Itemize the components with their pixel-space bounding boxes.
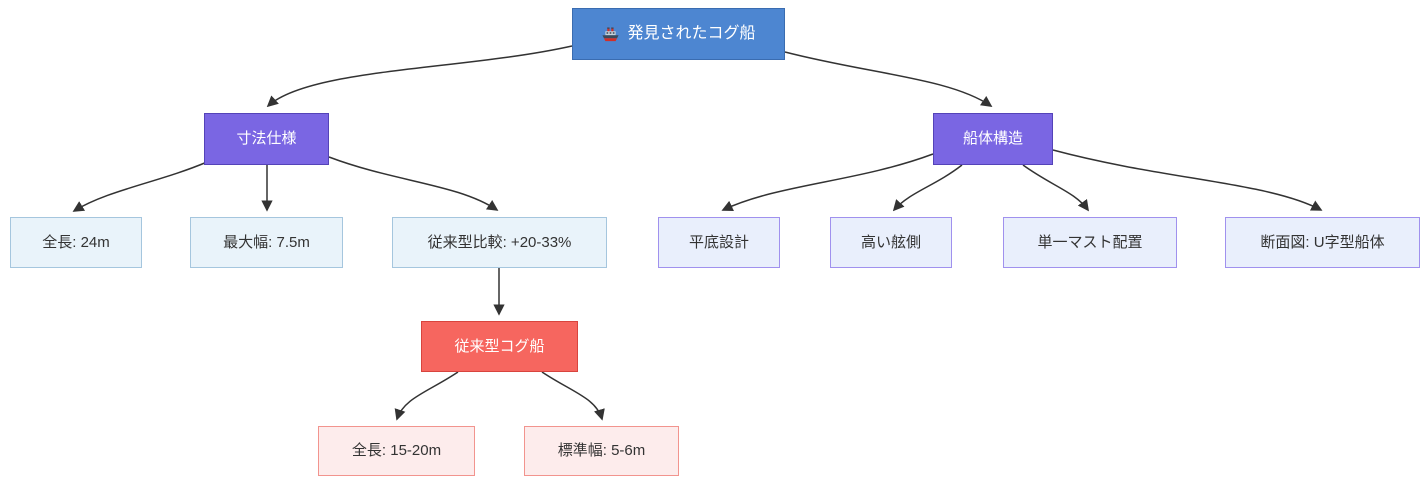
node-discovered-cog-ship: 発見されたコグ船 (572, 8, 785, 60)
edge-dimensions-comparison (328, 156, 499, 211)
node-label: 従来型コグ船 (454, 337, 545, 355)
node-conventional-length: 全長: 15-20m (318, 426, 475, 476)
node-comparison: 従来型比較: +20-33% (392, 217, 607, 268)
node-label: 寸法仕様 (236, 130, 297, 147)
node-hull-structure: 船体構造 (933, 113, 1053, 165)
node-dimensions: 寸法仕様 (204, 113, 329, 165)
edge-root-hull (784, 51, 993, 107)
edge-hull-highfreeboard (892, 164, 963, 212)
node-label: 発見されたコグ船 (627, 25, 756, 43)
node-label: 全長: 24m (42, 233, 110, 251)
node-label: 断面図: U字型船体 (1260, 233, 1385, 251)
node-label: 平底設計 (688, 233, 749, 251)
node-length-24m: 全長: 24m (10, 217, 142, 268)
node-label: 全長: 15-20m (351, 442, 442, 459)
node-conventional-width: 標準幅: 5-6m (524, 426, 679, 476)
node-single-mast: 単一マスト配置 (1003, 217, 1177, 268)
ship-icon (602, 26, 620, 41)
node-label: 船体構造 (962, 130, 1023, 147)
node-label: 高い舷側 (860, 233, 921, 251)
edge-conventional-length (394, 371, 459, 421)
node-high-freeboard: 高い舷側 (830, 217, 952, 268)
node-max-width: 最大幅: 7.5m (190, 217, 343, 268)
edge-hull-flatbottom (721, 153, 934, 212)
edge-conventional-width (541, 371, 605, 421)
edge-root-dimensions (266, 45, 573, 108)
node-label: 標準幅: 5-6m (557, 442, 646, 459)
node-cross-section: 断面図: U字型船体 (1225, 217, 1420, 268)
edge-hull-crosssection (1052, 149, 1323, 211)
edge-hull-singlemast (1022, 164, 1089, 212)
node-label: 従来型比較: +20-33% (427, 233, 572, 251)
node-label: 単一マスト配置 (1037, 233, 1143, 251)
edge-dimensions-length (72, 161, 208, 212)
node-label: 最大幅: 7.5m (223, 233, 310, 251)
node-flat-bottom: 平底設計 (658, 217, 780, 268)
node-conventional-cog-ship: 従来型コグ船 (421, 321, 578, 372)
